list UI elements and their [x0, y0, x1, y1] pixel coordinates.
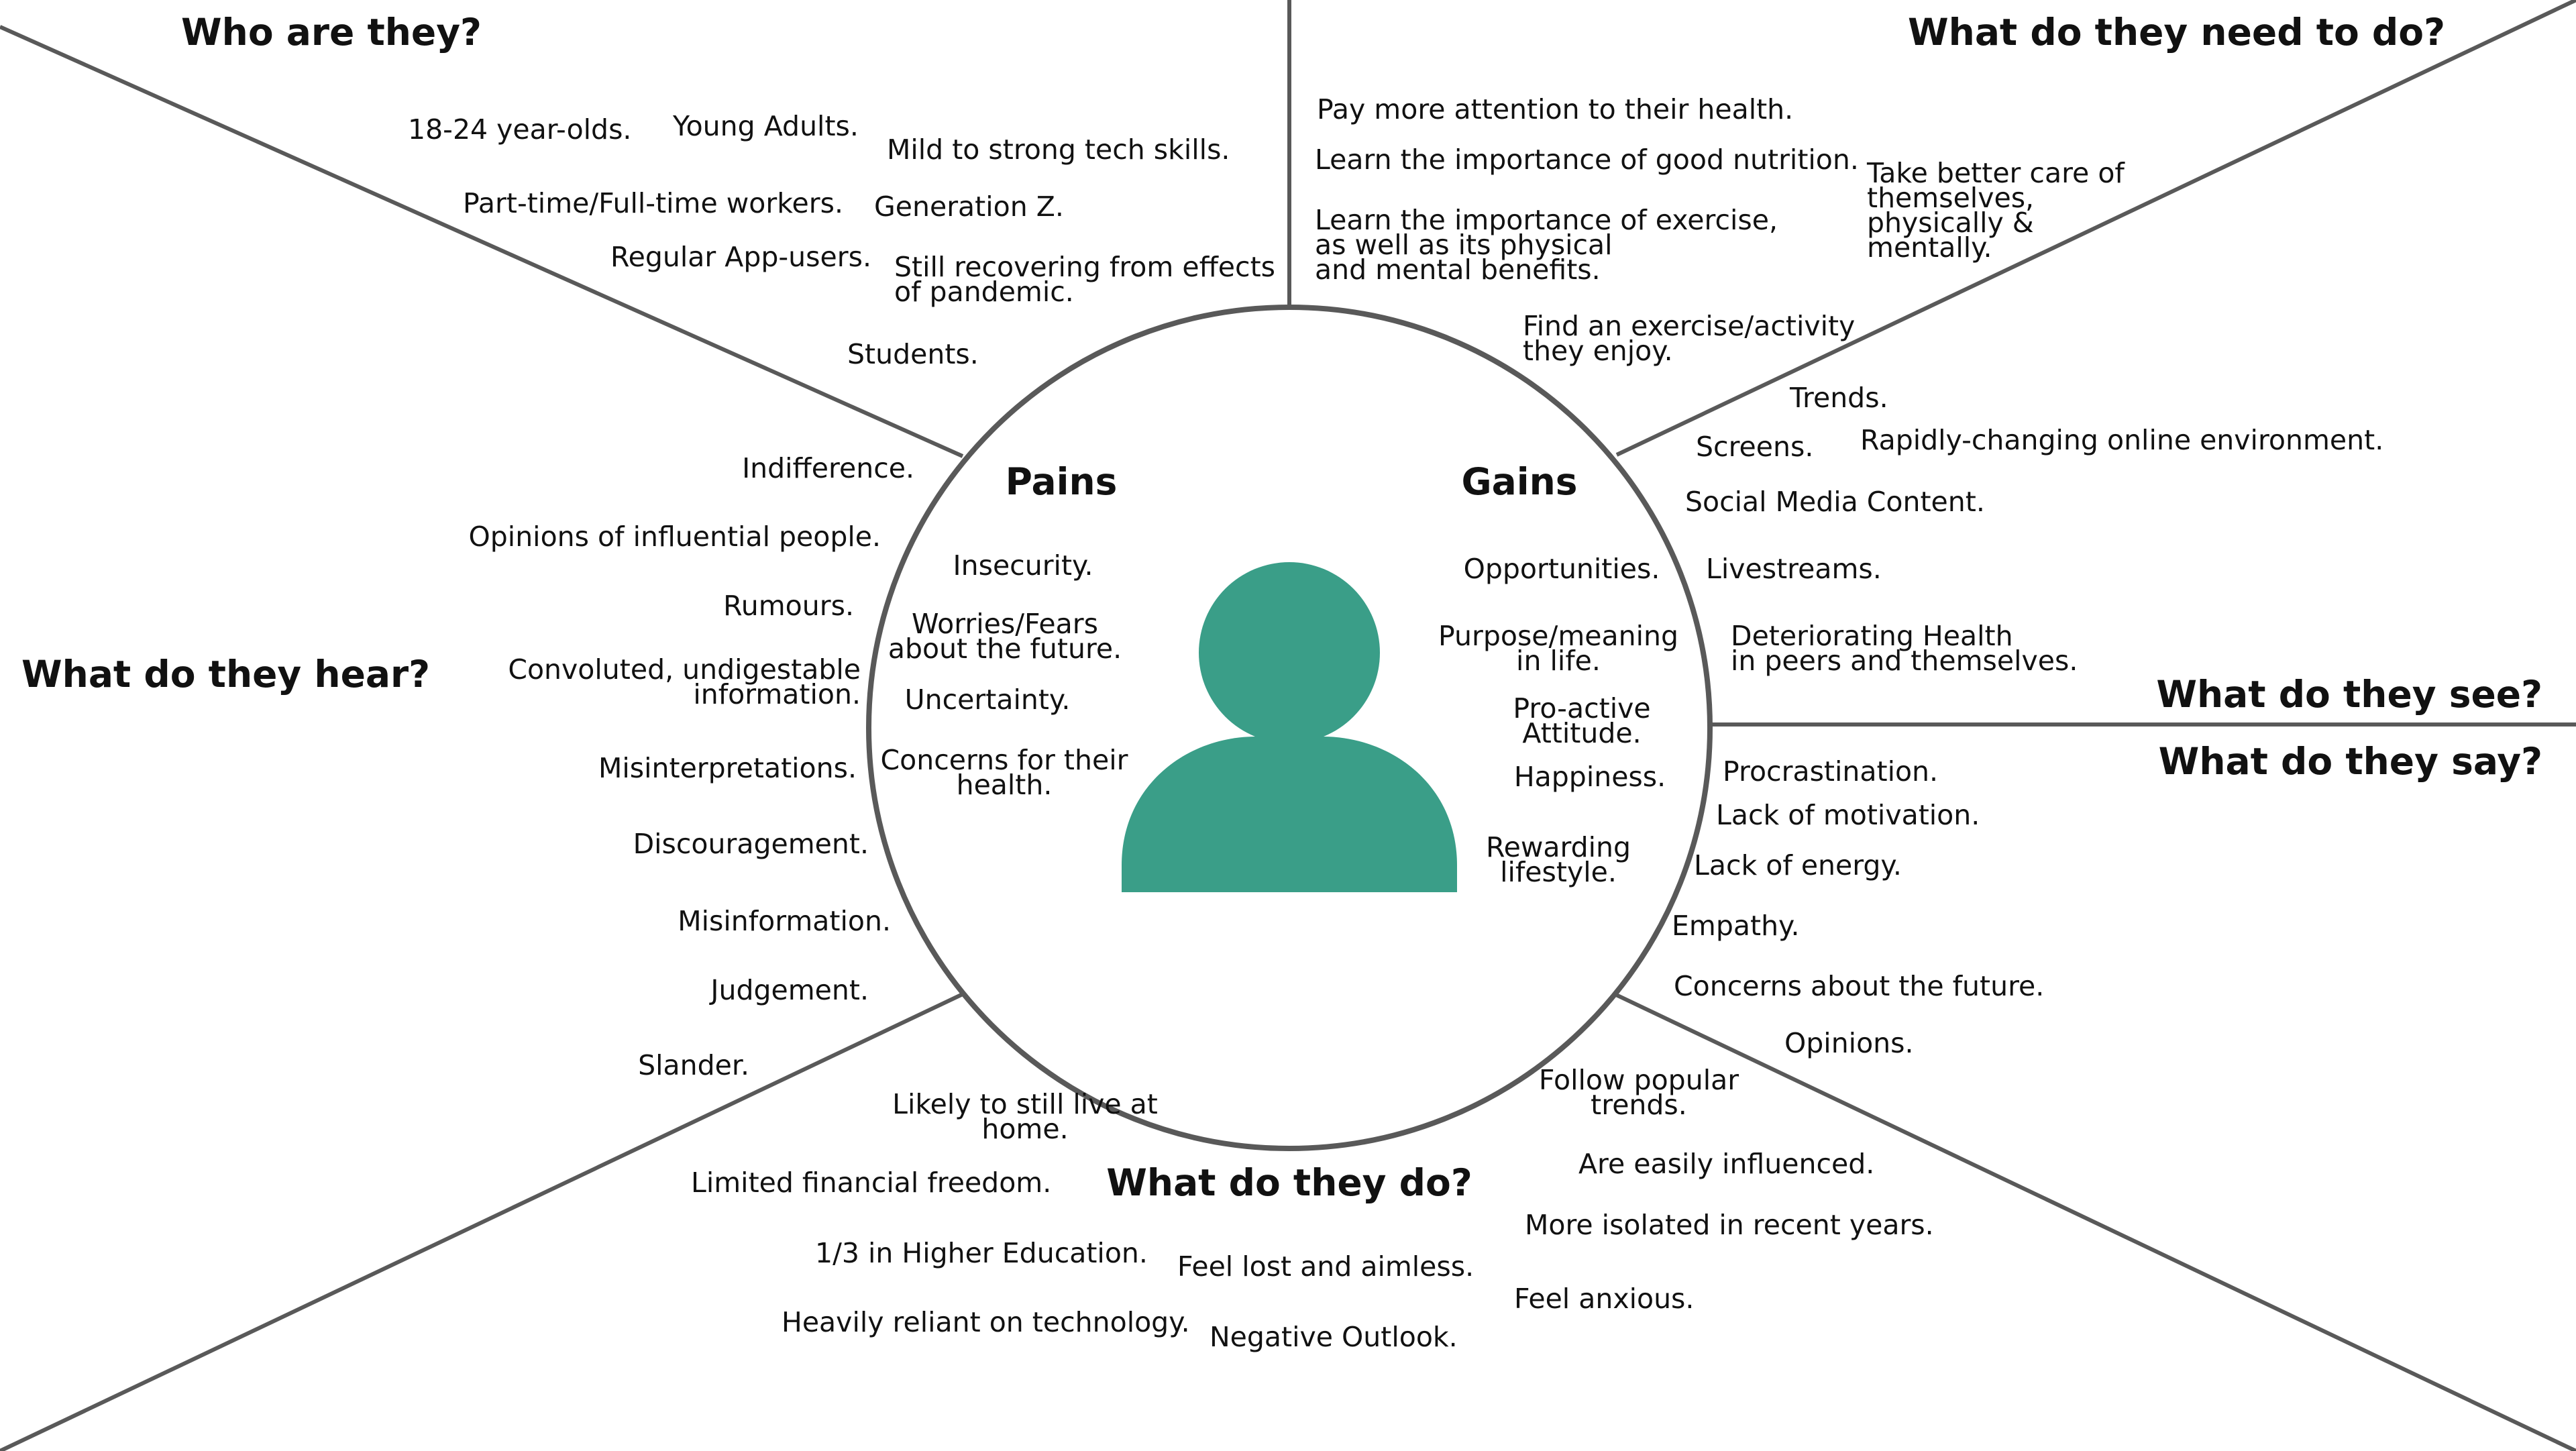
- need-item: Learn the importance of good nutrition.: [1315, 144, 1859, 176]
- need-item-line: and mental benefits.: [1315, 254, 1601, 286]
- gains-item-line: Pro-active: [1513, 692, 1651, 724]
- heading-what-do-they-do: What do they do?: [1106, 1161, 1472, 1204]
- center-circle: [866, 305, 1713, 1151]
- see-item: Livestreams.: [1706, 553, 1882, 585]
- see-item: Screens.: [1696, 431, 1814, 463]
- divider-need-see: [1615, 0, 2576, 457]
- heading-what-do-they-say: What do they say?: [2158, 740, 2542, 783]
- say-item: Procrastination.: [1723, 755, 1939, 788]
- pains-item-line: Worries/Fears: [912, 608, 1098, 640]
- need-item-line: Take better care of: [1867, 157, 2125, 189]
- person-icon: [1122, 562, 1457, 892]
- who-item: Part-time/Full-time workers.: [463, 187, 843, 219]
- hear-item: Slander.: [638, 1049, 749, 1081]
- hear-item: Misinformation.: [678, 905, 891, 937]
- gains-item-line: lifestyle.: [1500, 856, 1617, 888]
- hear-item-line: Convoluted, undigestable: [508, 653, 861, 686]
- need-item-line: Find an exercise/activity: [1523, 310, 1856, 342]
- gains-item-line: in life.: [1516, 645, 1601, 677]
- who-item-line: Still recovering from effects: [894, 251, 1276, 283]
- who-item: Generation Z.: [874, 191, 1064, 223]
- do-item: More isolated in recent years.: [1525, 1209, 1934, 1241]
- need-item-line: Learn the importance of exercise,: [1315, 204, 1778, 236]
- gains-item-line: Rewarding: [1485, 831, 1631, 863]
- see-item: Deteriorating Health in peers and themse…: [1731, 620, 2078, 677]
- see-item-line: Deteriorating Health: [1731, 620, 2013, 652]
- need-item: Find an exercise/activity they enjoy.: [1523, 310, 1856, 367]
- need-item-line: physically &: [1867, 207, 2034, 239]
- do-item: 1/3 in Higher Education.: [815, 1237, 1148, 1269]
- do-item: Feel anxious.: [1514, 1283, 1695, 1315]
- hear-item: Misinterpretations.: [598, 752, 857, 784]
- gains-item-line: Purpose/meaning: [1438, 620, 1679, 652]
- say-item: Lack of energy.: [1694, 849, 1902, 881]
- heading-what-do-they-see: What do they see?: [2156, 673, 2542, 716]
- who-item-line: of pandemic.: [894, 276, 1074, 308]
- pains-item-line: Concerns for their: [880, 744, 1128, 776]
- do-item: Are easily influenced.: [1578, 1148, 1875, 1180]
- need-item: Learn the importance of exercise, as wel…: [1315, 204, 1778, 286]
- gains-item: Opportunities.: [1463, 553, 1660, 585]
- do-item: Feel lost and aimless.: [1177, 1250, 1474, 1283]
- who-item: Regular App-users.: [610, 241, 871, 273]
- pains-item: Insecurity.: [953, 549, 1093, 582]
- see-item-line: in peers and themselves.: [1731, 645, 2078, 677]
- gains-item: Pro-active Attitude.: [1513, 692, 1651, 749]
- do-item: Follow popular trends.: [1538, 1064, 1739, 1121]
- do-item: Limited financial freedom.: [691, 1167, 1052, 1199]
- person-icon-head: [1199, 562, 1380, 743]
- pains-item: Worries/Fears about the future.: [888, 608, 1122, 665]
- need-item-line: themselves,: [1867, 182, 2035, 214]
- say-item: Empathy.: [1672, 910, 1800, 942]
- do-item-line: trends.: [1591, 1089, 1687, 1121]
- heading-what-do-they-hear: What do they hear?: [21, 653, 431, 696]
- do-item: Heavily reliant on technology.: [782, 1306, 1190, 1338]
- do-item: Negative Outlook.: [1210, 1321, 1458, 1353]
- see-item: Trends.: [1790, 382, 1888, 414]
- need-item: Take better care of themselves, physical…: [1867, 157, 2125, 264]
- who-item: Students.: [847, 338, 979, 370]
- need-item-line: as well as its physical: [1315, 229, 1613, 261]
- do-item-line: Follow popular: [1538, 1064, 1739, 1096]
- divider-say-do: [1613, 992, 2576, 1451]
- do-item: Likely to still live at home.: [892, 1088, 1158, 1145]
- hear-item: Judgement.: [710, 974, 869, 1006]
- heading-pains: Pains: [1005, 460, 1118, 503]
- hear-item: Rumours.: [723, 590, 854, 622]
- need-item: Pay more attention to their health.: [1317, 93, 1794, 125]
- gains-item: Rewarding lifestyle.: [1485, 831, 1631, 888]
- hear-item: Discouragement.: [633, 828, 869, 860]
- hear-item: Opinions of influential people.: [468, 521, 881, 553]
- say-item: Opinions.: [1784, 1027, 1914, 1059]
- heading-what-do-they-need-to-do: What do they need to do?: [1908, 11, 2445, 54]
- need-item-line: they enjoy.: [1523, 335, 1673, 367]
- see-item: Rapidly-changing online environment.: [1860, 424, 2384, 456]
- do-item-line: home.: [981, 1113, 1069, 1145]
- need-item-line: mentally.: [1867, 231, 1992, 264]
- gains-item-line: Attitude.: [1522, 717, 1642, 749]
- divider-who-hear: [0, 25, 964, 458]
- pains-item-line: about the future.: [888, 633, 1122, 665]
- heading-gains: Gains: [1461, 460, 1578, 503]
- who-item: 18-24 year-olds.: [408, 113, 632, 146]
- hear-item: Indifference.: [742, 452, 914, 484]
- pains-item: Uncertainty.: [904, 684, 1071, 716]
- do-item-line: Likely to still live at: [892, 1088, 1158, 1120]
- see-item: Social Media Content.: [1685, 486, 1985, 518]
- gains-item: Happiness.: [1513, 761, 1666, 793]
- who-item: Young Adults.: [673, 110, 859, 142]
- heading-who-are-they: Who are they?: [181, 11, 482, 54]
- gains-item: Purpose/meaning in life.: [1438, 620, 1679, 677]
- pains-item-line: health.: [956, 769, 1053, 801]
- hear-item-line: information.: [693, 678, 861, 710]
- divider-hear-do: [0, 992, 964, 1451]
- hear-item: Convoluted, undigestable information.: [508, 653, 861, 710]
- who-item: Mild to strong tech skills.: [887, 133, 1230, 166]
- person-icon-body: [1122, 737, 1457, 892]
- say-item: Lack of motivation.: [1716, 799, 1980, 831]
- pains-item: Concerns for their health.: [880, 744, 1128, 801]
- say-item: Concerns about the future.: [1674, 970, 2045, 1002]
- who-item: Still recovering from effects of pandemi…: [894, 251, 1276, 308]
